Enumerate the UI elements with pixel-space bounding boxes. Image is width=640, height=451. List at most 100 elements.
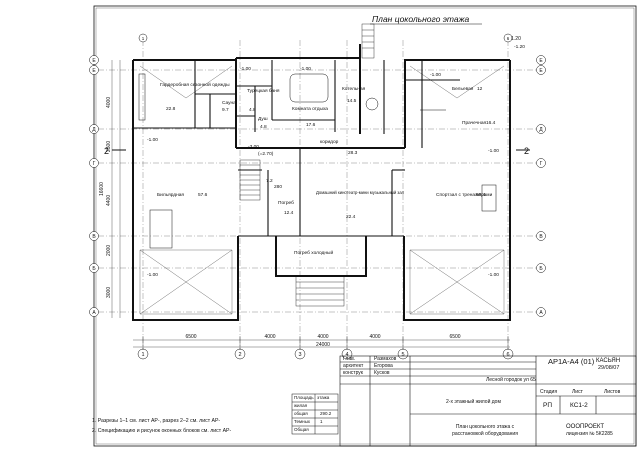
tb-project: 2-х этажный жилой дом (446, 399, 501, 405)
dim-span-4: 4000 (369, 334, 380, 340)
tb-sheet-title: План цокольного этажа с расстановкой обо… (452, 424, 518, 437)
room-bath-area: 4.8 (249, 107, 256, 113)
row-label-v-left: В (92, 234, 96, 240)
level-mark-laundry: -1.00 (430, 72, 441, 78)
room-sport-area: 58.4 (476, 192, 486, 198)
level-mark-bath: -1.00 (240, 66, 251, 72)
room-cellar-name: Погреб (278, 200, 294, 206)
axis-label-top-6: 6 (507, 36, 510, 41)
dim-span-2: 4000 (264, 334, 275, 340)
room-boiler-area: 14.5 (347, 98, 357, 104)
room-bath-name: Турецкая баня (247, 88, 280, 94)
tb-author-name: КАСЬЯН (596, 358, 621, 364)
row-label-b-left: Б (92, 266, 96, 272)
row-label-b-right: Б (539, 266, 543, 272)
level-mark-pool: -1.00 (300, 66, 311, 72)
area-table-value-2: 290.2 (320, 411, 332, 416)
room-storage-area-2: 280 (274, 184, 282, 190)
room-wardrobe-area: 22.8 (166, 106, 176, 112)
dimension-line-left (111, 60, 121, 318)
section-mark-left: 2 (104, 146, 109, 156)
level-mark-top-right: -1.20 (514, 44, 525, 50)
axis-label-5: 5 (401, 352, 404, 358)
room-storage-area: 7.2 (266, 178, 273, 184)
sport-bench (481, 184, 497, 212)
row-label-e-right: Е (539, 68, 543, 74)
tb-company: ОООПРОЕКТ (566, 424, 605, 430)
room-ironing-area: 16.4 (486, 120, 496, 126)
room-billiard-area: 57.6 (198, 192, 208, 198)
area-table-label-3: Темных (294, 419, 311, 424)
row-label-d-left: Д (92, 127, 96, 133)
tb-sheet-label: Лист (572, 389, 583, 395)
dim-span-1: 6500 (185, 334, 196, 340)
row-label-e-left: Е (92, 68, 96, 74)
level-mark-stair: -3.00 (248, 144, 259, 150)
level-mark-left-bottom: -1.00 (147, 272, 158, 278)
room-cold-cellar-name: Погреб холодный (294, 249, 333, 256)
stairs (239, 23, 375, 307)
room-ironing-name: Прачечная (462, 120, 487, 126)
section-mark-right: 2 (524, 146, 529, 156)
tb-license: лицензия № 5К2285 (566, 431, 613, 437)
dim-top-right: 1.20 (511, 36, 521, 42)
area-table-value-3: 1 (320, 419, 323, 424)
tb-role-2: архитект (343, 363, 364, 369)
tb-name-2: Егорова (374, 363, 393, 369)
room-pool-lounge-area: 17.6 (306, 122, 316, 128)
dim-left-2: 2000 (106, 245, 112, 256)
area-table-label-4: Общая (294, 427, 309, 432)
room-billiard-name: Бильярдная (157, 192, 184, 198)
plan-title: План цокольного этажа (372, 14, 469, 24)
tb-code: АР1А-А4 (01) (548, 357, 595, 366)
room-laundry-area: 12 (477, 86, 483, 92)
wardrobe-rail (138, 73, 146, 121)
billiard-table (149, 209, 173, 249)
room-sauna-area: 9.7 (222, 107, 229, 113)
sheet-border (93, 5, 637, 447)
area-table-frame (291, 393, 339, 435)
level-mark-stair-note: (=2.70) (258, 151, 274, 157)
tb-role-3: конструк (343, 370, 363, 376)
row-label-a-right: А (539, 310, 543, 316)
level-mark-left-top: -1.00 (147, 137, 158, 143)
row-label-v-right: В (539, 234, 543, 240)
tb-stage: РП (543, 402, 553, 409)
row-label-d-right: Д (539, 127, 543, 133)
axis-label-4: 4 (345, 352, 348, 358)
sheet-inner-border (95, 7, 635, 445)
area-table-label-2: общая (294, 411, 308, 416)
area-table-label-1: жилая (294, 403, 308, 408)
dim-left-5: 4000 (106, 97, 112, 108)
tb-name-1: Размахов (374, 356, 397, 362)
room-wardrobe-name: Гардеробная сезонной одежды (160, 81, 230, 88)
axis-label-6: 6 (506, 352, 509, 358)
room-pool-lounge-name: Комната отдыха (292, 106, 328, 112)
row-label-a-left: А (92, 310, 96, 316)
axis-bubble-top-1 (138, 33, 148, 43)
note-2: 2. Спецификацию и рисунок оконных блоков… (92, 428, 232, 434)
equipment (138, 73, 497, 249)
boiler-unit (365, 97, 379, 111)
tb-stage-label: Стадия (540, 389, 558, 395)
title-block-frame (339, 355, 637, 447)
column-axis-markers (137, 33, 514, 360)
dim-span-3: 4000 (317, 334, 328, 340)
room-cellar-area: 12.4 (284, 210, 294, 216)
axis-label-top-1: 1 (142, 36, 145, 41)
tb-sheets-label: Листов (604, 389, 621, 395)
room-sauna-name: Сауна (222, 100, 236, 106)
dim-left-4: 2500 (106, 141, 112, 152)
room-shower-name: Душ (258, 116, 268, 122)
interior-walls (133, 60, 460, 237)
dim-left-1: 3000 (106, 287, 112, 298)
row-label-e2-right: Е (539, 58, 543, 64)
level-mark-right-top: -1.00 (488, 148, 499, 154)
area-table-header-label: Площадь (294, 395, 314, 400)
tb-date: 29/08/07 (598, 365, 620, 371)
row-axis-markers (89, 55, 546, 317)
dimension-line-bottom (133, 336, 510, 350)
level-mark-right-bottom: -1.00 (488, 272, 499, 278)
dim-span-5: 6500 (449, 334, 460, 340)
area-table-header-unit: этажа (317, 395, 330, 400)
